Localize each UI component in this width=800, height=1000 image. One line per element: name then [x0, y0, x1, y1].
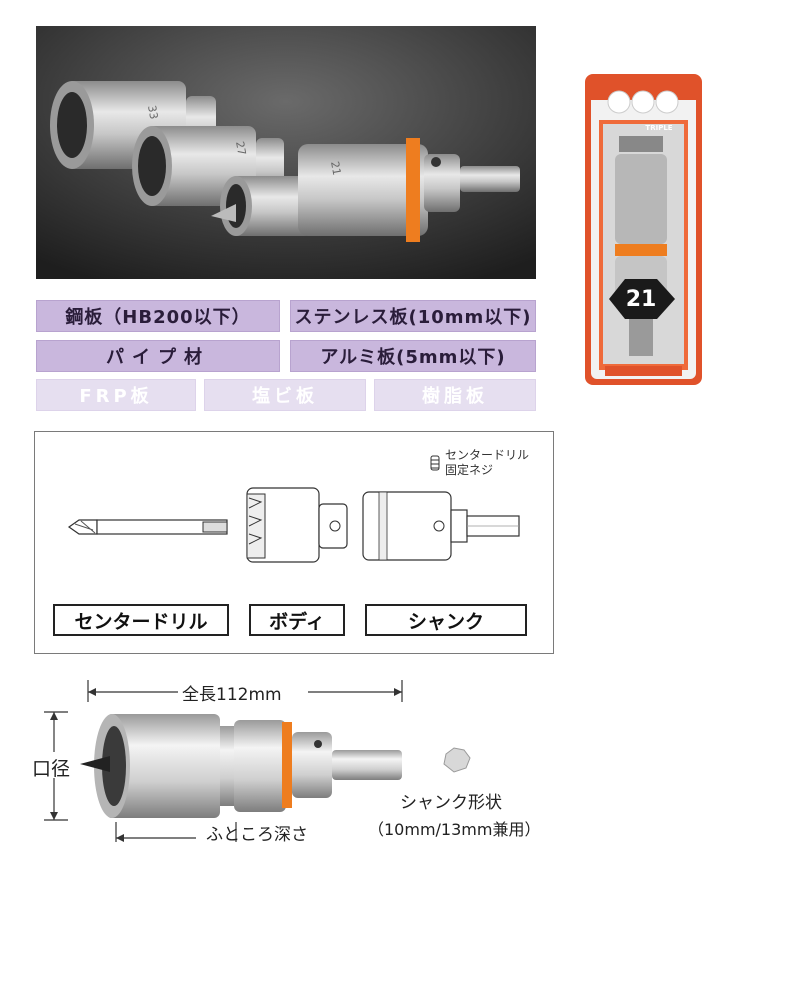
shank-drawing [362, 491, 520, 561]
screw-note-line2: 固定ネジ [445, 463, 494, 477]
depth-label: ふところ深さ [206, 825, 308, 845]
material-resin-plate: 樹脂板 [374, 379, 536, 411]
material-label: ステンレス板(10mm以下) [294, 307, 532, 328]
material-steel-plate: 鋼板（HB200以下） [36, 300, 280, 332]
material-label: アルミ板(5mm以下) [320, 347, 506, 368]
part-label: ボディ [269, 610, 325, 633]
center-drill-drawing [67, 519, 228, 535]
svg-text:21: 21 [328, 160, 343, 176]
material-aluminum-plate: アルミ板(5mm以下) [290, 340, 536, 372]
screw-note-line1: センタードリル [445, 448, 530, 462]
screw-icon [430, 455, 440, 471]
diameter-label: 口径 [32, 758, 71, 780]
parts-diagram: センタードリル 固定ネジ センタードリル ボディ シャンク [34, 431, 554, 654]
material-label: 樹脂板 [422, 386, 488, 407]
material-stainless-plate: ステンレス板(10mm以下) [290, 300, 536, 332]
svg-text:27: 27 [233, 140, 248, 156]
material-pvc-plate: 塩ビ板 [204, 379, 366, 411]
label-body: ボディ [249, 604, 345, 636]
package-photo: 21 TRIPLE [585, 74, 702, 385]
label-shank: シャンク [365, 604, 527, 636]
material-label: FRP板 [79, 386, 153, 407]
part-label: センタードリル [74, 610, 208, 633]
shank-sizes-label: （10mm/13mm兼用） [368, 820, 541, 839]
dimension-diagram: 全長112mm 口径 ふところ深さ シャンク形状 （10mm/13mm兼用） [30, 672, 610, 845]
material-label: パイプ材 [106, 347, 210, 368]
material-pipe: パイプ材 [36, 340, 280, 372]
body-drawing [246, 487, 348, 563]
shank-shape-icon [443, 747, 471, 773]
product-photo: 33 27 21 [36, 26, 536, 279]
material-label: 塩ビ板 [252, 386, 318, 407]
package-brand: TRIPLE [645, 124, 672, 132]
total-length-label: 全長112mm [182, 685, 282, 705]
package-size-number: 21 [626, 287, 657, 312]
part-label: シャンク [407, 610, 484, 633]
label-center-drill: センタードリル [53, 604, 229, 636]
material-label: 鋼板（HB200以下） [65, 307, 251, 328]
svg-text:33: 33 [145, 104, 160, 120]
screw-note: センタードリル 固定ネジ [445, 448, 529, 478]
shank-shape-label: シャンク形状 [400, 793, 502, 813]
material-frp-plate: FRP板 [36, 379, 196, 411]
